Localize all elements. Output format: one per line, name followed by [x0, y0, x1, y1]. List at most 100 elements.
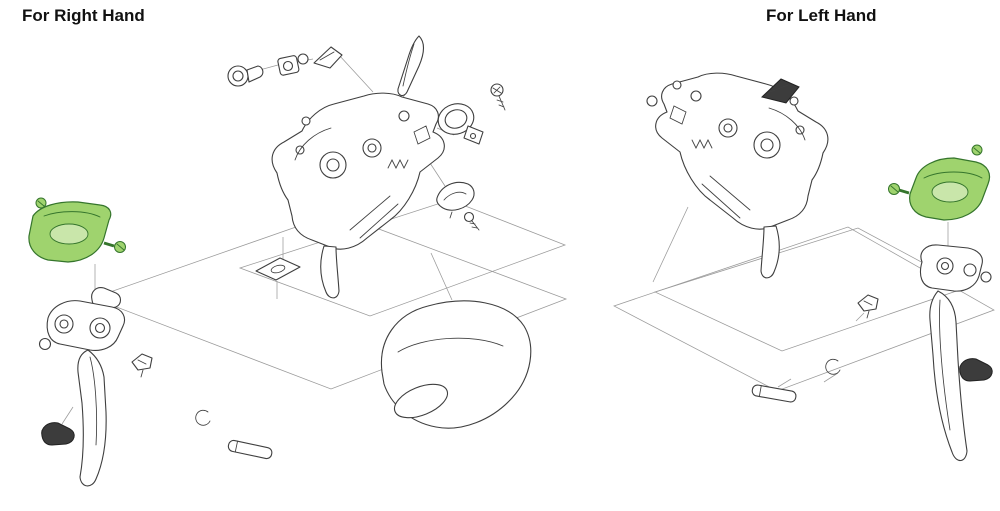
cable-guide-strip [397, 35, 425, 97]
return-spring [387, 159, 409, 169]
leader-line [429, 162, 446, 187]
name-plate-right-hand [28, 197, 126, 263]
small-fastener-parts-bottom-left-hand [751, 294, 879, 403]
pin-detail [758, 385, 762, 397]
body-screw [301, 116, 311, 126]
brake-lever-right-hand [38, 287, 126, 487]
shifter-body-left-hand [646, 72, 829, 279]
return-spring [691, 139, 713, 149]
bracket-hood-cover [380, 300, 532, 429]
pivot-pin [751, 384, 797, 403]
leader-line [855, 312, 865, 322]
brake-lever-left-hand [919, 244, 992, 462]
clamp-screw-slot [492, 86, 502, 94]
hood-contour [397, 337, 504, 353]
body-screw [690, 90, 702, 102]
spacer-ring [297, 53, 309, 65]
pin-body [751, 384, 797, 403]
exploded-plane [91, 212, 568, 390]
reach-adjust-knob [41, 422, 75, 446]
body-facet [413, 125, 431, 145]
cover-screw-head [463, 211, 475, 223]
clamp-band-hole [469, 132, 477, 140]
bracket-bolt [38, 337, 52, 351]
body-screw [672, 80, 682, 90]
name-plate-screw-slot [116, 243, 125, 251]
body-shell [271, 92, 445, 250]
side-cover [436, 181, 475, 211]
clamp-band-inner [444, 109, 468, 129]
adjust-bolt-socket [232, 70, 244, 82]
name-plate-screw-slot [890, 185, 899, 193]
name-plate-screw-slot [973, 147, 981, 154]
main-pivot-bolt [760, 138, 774, 152]
exploded-plane [238, 199, 567, 317]
pivot-pin [227, 439, 273, 460]
pin-detail [234, 440, 238, 453]
lever-blade-contour [89, 356, 98, 446]
wedge-detail [319, 51, 335, 61]
name-plate-screw-shaft [103, 241, 115, 248]
hood-opening [393, 383, 449, 419]
name-plate-recess [931, 181, 969, 203]
circlip-ring [825, 358, 841, 375]
lever-blade [77, 349, 107, 487]
washer-hole [282, 60, 294, 72]
top-small-parts [227, 35, 425, 97]
shift-trigger-lever [320, 245, 340, 299]
lever-pivot [963, 263, 977, 277]
clamp-screw-thread [496, 95, 506, 111]
wedge-facet [769, 84, 789, 93]
lever-pivot-bolt [59, 319, 69, 329]
body-screw [398, 110, 410, 122]
shift-trigger-lever [760, 225, 780, 279]
wedge-spacer [313, 46, 343, 69]
body-facet [669, 105, 687, 125]
wedge-body [760, 78, 800, 104]
lever-blade-contour [939, 299, 951, 431]
body-screw [789, 96, 799, 106]
name-plate-screw-slot [37, 200, 45, 207]
lever-pivot-bolt [940, 261, 950, 271]
reach-adjust-knob [959, 358, 993, 382]
lever-plate-hole [270, 264, 286, 274]
body-shell [655, 72, 829, 230]
side-cover-detail [443, 191, 467, 219]
pin-body [227, 439, 273, 460]
leader-line [338, 54, 374, 93]
body-contour [768, 107, 806, 141]
right-hand-assembly [28, 35, 568, 487]
body-hatch [349, 195, 399, 239]
name-plate-screw-shaft [898, 188, 910, 195]
lever-pivot-bolt [94, 322, 106, 334]
left-hand-title: For Left Hand [766, 6, 877, 25]
name-plate-recess [49, 223, 89, 245]
leader-line [652, 206, 689, 283]
leader-line [430, 252, 453, 301]
bracket-bolt [980, 271, 992, 283]
left-hand-assembly [613, 72, 995, 462]
clamp-band-assembly [437, 83, 506, 145]
leader-line [61, 406, 74, 425]
body-screw [646, 95, 658, 107]
cable-clamp-detail [137, 359, 147, 378]
cover-screw-thread [469, 220, 480, 231]
shifter-body-right-hand [271, 92, 445, 299]
name-plate-contour [923, 171, 983, 179]
leader-line [777, 378, 792, 388]
main-pivot-bolt [326, 158, 340, 172]
adjust-bolt-shaft [246, 65, 264, 83]
lever-bracket [46, 300, 126, 351]
lever-plate [255, 257, 301, 281]
leader-line [823, 372, 839, 383]
exploded-plane [653, 227, 969, 352]
circlip-ring [195, 409, 211, 426]
body-contour [294, 127, 332, 161]
cable-guide-detail [402, 43, 415, 87]
dark-wedge-part [760, 78, 800, 104]
name-plate-left-hand [888, 144, 991, 221]
shift-unit-bolt [723, 123, 733, 133]
small-fastener-parts-bottom [131, 257, 301, 460]
